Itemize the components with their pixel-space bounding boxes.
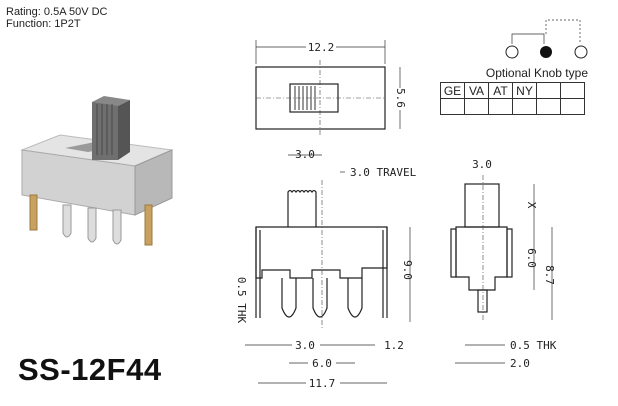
front-view: 3.0 3.0 TRAVEL 9.0 0.5 THK 3.0 1.2 6.0 1… <box>235 148 417 390</box>
dim-height: 9.0 <box>401 260 414 280</box>
top-view: 12.2 5.6 <box>255 40 407 136</box>
switch-photo <box>20 96 174 246</box>
function-text: Function: 1P2T <box>6 18 81 30</box>
dim-edge: 1.2 <box>384 339 404 352</box>
rating-text: Rating: 0.5A 50V DC <box>6 6 108 18</box>
dim-top-length: 12.2 <box>308 41 335 54</box>
knob-position-icon: Optional Knob type <box>486 19 588 80</box>
knob-type-table: GE VA AT NY <box>440 82 585 115</box>
dim-pin-span: 6.0 <box>312 357 332 370</box>
dim-pin-thk: 0.5 THK <box>235 277 248 324</box>
dim-knob-height: X <box>525 202 538 209</box>
model-number: SS-12F44 <box>18 352 162 387</box>
knob-type-cell: NY <box>512 82 537 99</box>
dim-side-height: 8.7 <box>543 265 556 285</box>
dim-total-length: 11.7 <box>309 377 336 390</box>
dim-side-knob-width: 3.0 <box>472 158 492 171</box>
dim-top-width: 5.6 <box>394 88 407 108</box>
knob-type-title: Optional Knob type <box>486 66 588 80</box>
dim-travel: 3.0 TRAVEL <box>350 166 417 179</box>
dim-knob-width: 3.0 <box>295 148 315 161</box>
knob-type-cell: GE <box>440 82 465 99</box>
dim-side-pin: 2.0 <box>510 357 530 370</box>
dim-body-height: 6.0 <box>525 248 538 268</box>
dim-pin-pitch: 3.0 <box>295 339 315 352</box>
knob-type-cell: VA <box>464 82 489 99</box>
side-view: 3.0 X 6.0 8.7 0.5 THK 2.0 <box>450 158 557 370</box>
dim-side-thk: 0.5 THK <box>510 339 557 352</box>
